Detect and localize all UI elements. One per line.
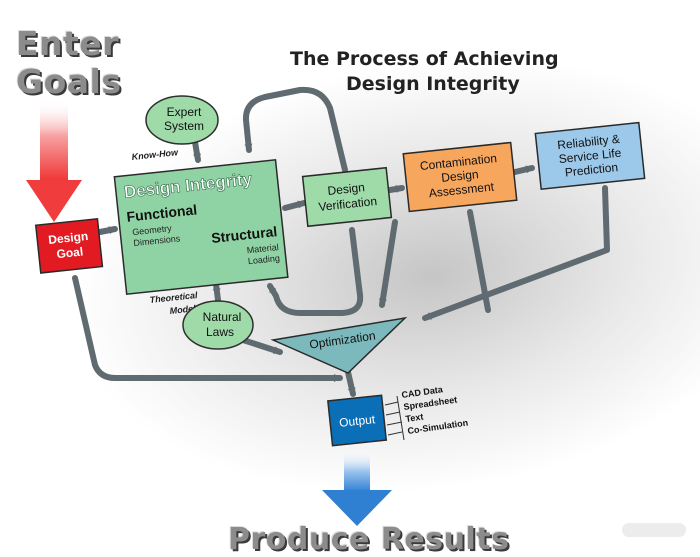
diagram-title-line-1: The Process of Achieving [290,48,559,70]
reliability-line-3: Prediction [564,160,619,180]
input-arrow [26,100,82,222]
produce-results-heading: Produce Results [228,522,510,557]
flow-goal-to-integrity [97,226,118,235]
structural-item-material: Material [246,242,279,255]
expert-system-line-1: Expert [167,105,202,119]
flow-lines [72,86,610,397]
watermark [622,523,686,537]
design-goal-node: Design Goal [34,217,104,274]
output-label: Output [338,412,376,430]
flow-loop-top [242,86,348,173]
contamination-line-2: Design [441,167,480,185]
flow-optimization-to-output [345,369,356,397]
natural-laws-line-1: Natural [203,310,242,324]
contamination-line-3: Assessment [428,179,495,200]
flow-expert-to-integrity [192,139,201,163]
flow-integrity-to-verification [282,200,307,211]
output-bracket [384,395,405,441]
structural-item-loading: Loading [247,253,280,266]
design-verification-line-1: Design [327,180,366,198]
design-integrity-node: Design Integrity Functional Geometry Dim… [113,159,289,295]
natural-laws-node: Natural Laws [182,300,254,350]
contamination-node: Contamination Design Assessment [402,141,518,213]
optimization-node: Optimization [270,316,408,374]
output-node: Output [327,394,388,447]
flow-verification-to-optimization [378,219,398,308]
reliability-line-1: Reliability & [557,132,621,152]
output-item-text: Text [405,412,424,424]
flow-verification-to-contamination [387,185,405,193]
flow-loop-bottom [267,227,364,316]
theoretical-model-line-1: Theoretical [149,290,198,305]
flow-contamination-to-reliability [512,165,535,175]
design-goal-line-2: Goal [56,244,84,261]
flow-laws-to-integrity [212,281,221,303]
know-how-label: Know-How [131,147,179,162]
expert-system-line-2: System [164,119,204,133]
structural-label: Structural [210,223,277,246]
diagram-title-line-2: Design Integrity [346,73,520,95]
design-verification-line-2: Verification [318,194,378,214]
flow-laws-to-optimization [240,337,283,355]
flow-contamination-down [467,209,491,313]
enter-goals-line-1: Enter [16,24,119,63]
design-verification-node: Design Verification [301,166,393,228]
flow-goal-to-optimization [72,275,343,382]
natural-laws-line-2: Laws [206,325,234,339]
result-arrow [322,450,392,526]
design-goal-line-1: Design [48,229,89,247]
reliability-line-2: Service Life [558,146,622,167]
functional-item-dimensions: Dimensions [133,233,181,248]
functional-item-geometry: Geometry [132,223,173,237]
enter-goals-line-2: Goals [16,62,122,101]
expert-system-node: Expert System [145,95,219,145]
functional-label: Functional [126,201,198,224]
reliability-node: Reliability & Service Life Prediction [534,121,646,191]
